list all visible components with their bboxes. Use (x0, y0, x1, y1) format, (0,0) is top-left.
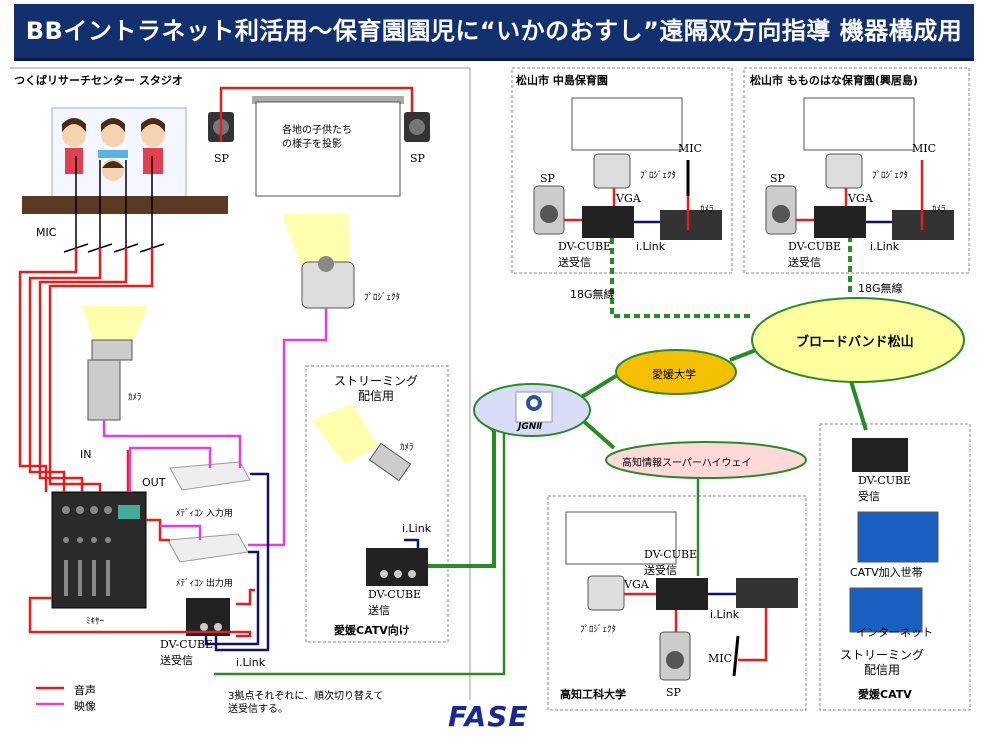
ehime-univ-label: 愛媛大学 (652, 368, 696, 381)
site2-projector-label: ﾌﾟﾛｼﾞｪｸﾀ (872, 171, 909, 181)
site2-ilink-label: i.Link (870, 240, 900, 253)
stage-floor (22, 196, 228, 214)
media-out-label: ﾒﾃﾞｨｺﾝ 出力用 (176, 579, 233, 589)
studio-screen (255, 101, 401, 197)
catv-tv-icon (857, 511, 939, 563)
studio-screen-text: 各地の子供たち の様子を投影 (282, 125, 352, 150)
kochi-dvcube-label: DV-CUBE (644, 548, 698, 561)
studio-dvcube (186, 598, 230, 636)
children-figures (62, 118, 165, 181)
streaming-title: ストリーミング 配信用 (334, 374, 419, 403)
site1-sp-label: SP (540, 172, 555, 185)
site1-dvcube-label: DV-CUBE (558, 240, 612, 253)
studio-mic-label: MIC (36, 226, 57, 239)
site1-vga-label: VGA (616, 192, 641, 205)
media-in-label: ﾒﾃﾞｨｺﾝ 入力用 (176, 509, 233, 519)
site1-ilink-label: i.Link (636, 240, 666, 253)
kochi-dvcube-sub: 送受信 (644, 564, 677, 577)
site1-link-label: 18G無線 (570, 288, 615, 301)
kochi-title: 高知工科大学 (560, 688, 626, 701)
kochi-mic-label: MIC (708, 652, 733, 665)
internet-label: インターネット (856, 626, 933, 639)
kochi-sp-label: SP (666, 686, 681, 699)
site2-vga-label: VGA (848, 192, 873, 205)
kochi-camera (736, 578, 798, 608)
switching-note: 3拠点それぞれに、順次切り替えて 送受信する。 (228, 691, 384, 715)
site2-link-label: 18G無線 (858, 282, 903, 295)
streaming-dvcube-label: DV-CUBE (368, 588, 422, 601)
kochi-highway-label: 高知情報スーパーハイウェイ (622, 458, 752, 469)
jgn-label: JGNⅡ (518, 422, 543, 432)
site1-projector (593, 153, 631, 189)
kochi-dvcube (656, 578, 708, 610)
kochi-ilink-label: i.Link (710, 608, 740, 621)
site1-screen (571, 97, 683, 151)
streaming-ilink-label: i.Link (402, 522, 432, 535)
kochi-projector-label: ﾌﾟﾛｼﾞｪｸﾀ (580, 625, 617, 635)
site1-dvcube-sub: 送受信 (558, 256, 591, 269)
kochi-highway-node (605, 441, 807, 479)
site1-camera (660, 210, 722, 240)
catv-dvcube-label: DV-CUBE (858, 474, 912, 487)
media-converter-in (169, 461, 251, 491)
catv-streaming-title: ストリーミング 配信用 (840, 648, 925, 677)
page-title: BBイントラネット利活用～保育園園児に“いかのおすし”遠隔双方向指導 機器構成用 (25, 17, 963, 45)
site2-dvcube (814, 206, 866, 238)
studio-ilink-label: i.Link (236, 656, 266, 669)
catv-subscriber-label: CATV加入世帯 (850, 566, 923, 579)
streaming-footer: 愛媛CATV向け (334, 624, 410, 637)
site1-mic-label: MIC (678, 142, 703, 155)
internet-pc-icon (849, 587, 923, 633)
ehime-university-node (615, 349, 737, 395)
streaming-dvcube-sub: 送信 (368, 604, 390, 617)
fase-logo: FASE (448, 700, 529, 733)
site1-projector-label: ﾌﾟﾛｼﾞｪｸﾀ (640, 171, 677, 181)
studio-dvcube-sub: 送受信 (160, 654, 193, 667)
mixer-out-label: OUT (142, 476, 166, 489)
studio-projector-label: ﾌﾟﾛｼﾞｪｸﾀ (364, 293, 401, 303)
studio-camera-label: ｶﾒﾗ (128, 393, 142, 403)
legend-video-label: 映像 (74, 700, 96, 713)
site1-title: 松山市 中島保育園 (516, 74, 608, 87)
kochi-vga-label: VGA (624, 578, 649, 591)
site2-screen (803, 97, 915, 151)
studio-sp-left-label: SP (214, 152, 229, 165)
site2-mic-label: MIC (912, 142, 937, 155)
site2-camera-label: ｶﾒﾗ (932, 205, 946, 215)
site2-dvcube-sub: 送受信 (788, 256, 821, 269)
site2-projector (825, 153, 863, 189)
mixer-in-label: IN (80, 448, 92, 461)
catv-dvcube (852, 438, 908, 472)
studio-sp-right-label: SP (410, 152, 425, 165)
title-bar (14, 4, 974, 61)
broadband-label: ブロードバンド松山 (796, 335, 914, 350)
catv-dvcube-sub: 受信 (858, 490, 880, 503)
catv-footer: 愛媛CATV (858, 688, 912, 701)
media-converter-out (167, 533, 249, 563)
broadband-matsuyama-node (751, 297, 965, 383)
studio-camera (87, 359, 121, 421)
mixer-label: ﾐｷｻｰ (86, 617, 105, 627)
site2-dvcube-label: DV-CUBE (788, 240, 842, 253)
kochi-screen (565, 511, 677, 565)
site2-title: 松山市 もものはな保育園(興居島) (750, 74, 918, 87)
streaming-camera (368, 442, 412, 482)
legend-audio-label: 音声 (74, 684, 96, 697)
site2-sp-label: SP (770, 172, 785, 185)
site1-camera-label: ｶﾒﾗ (700, 205, 714, 215)
streaming-camera-label: ｶﾒﾗ (400, 443, 414, 453)
streaming-dvcube (366, 548, 428, 586)
studio-dvcube-label: DV-CUBE (160, 638, 214, 651)
studio-title: つくばリサーチセンター スタジオ (14, 74, 183, 87)
kochi-projector (587, 575, 625, 611)
site1-dvcube (582, 206, 634, 238)
